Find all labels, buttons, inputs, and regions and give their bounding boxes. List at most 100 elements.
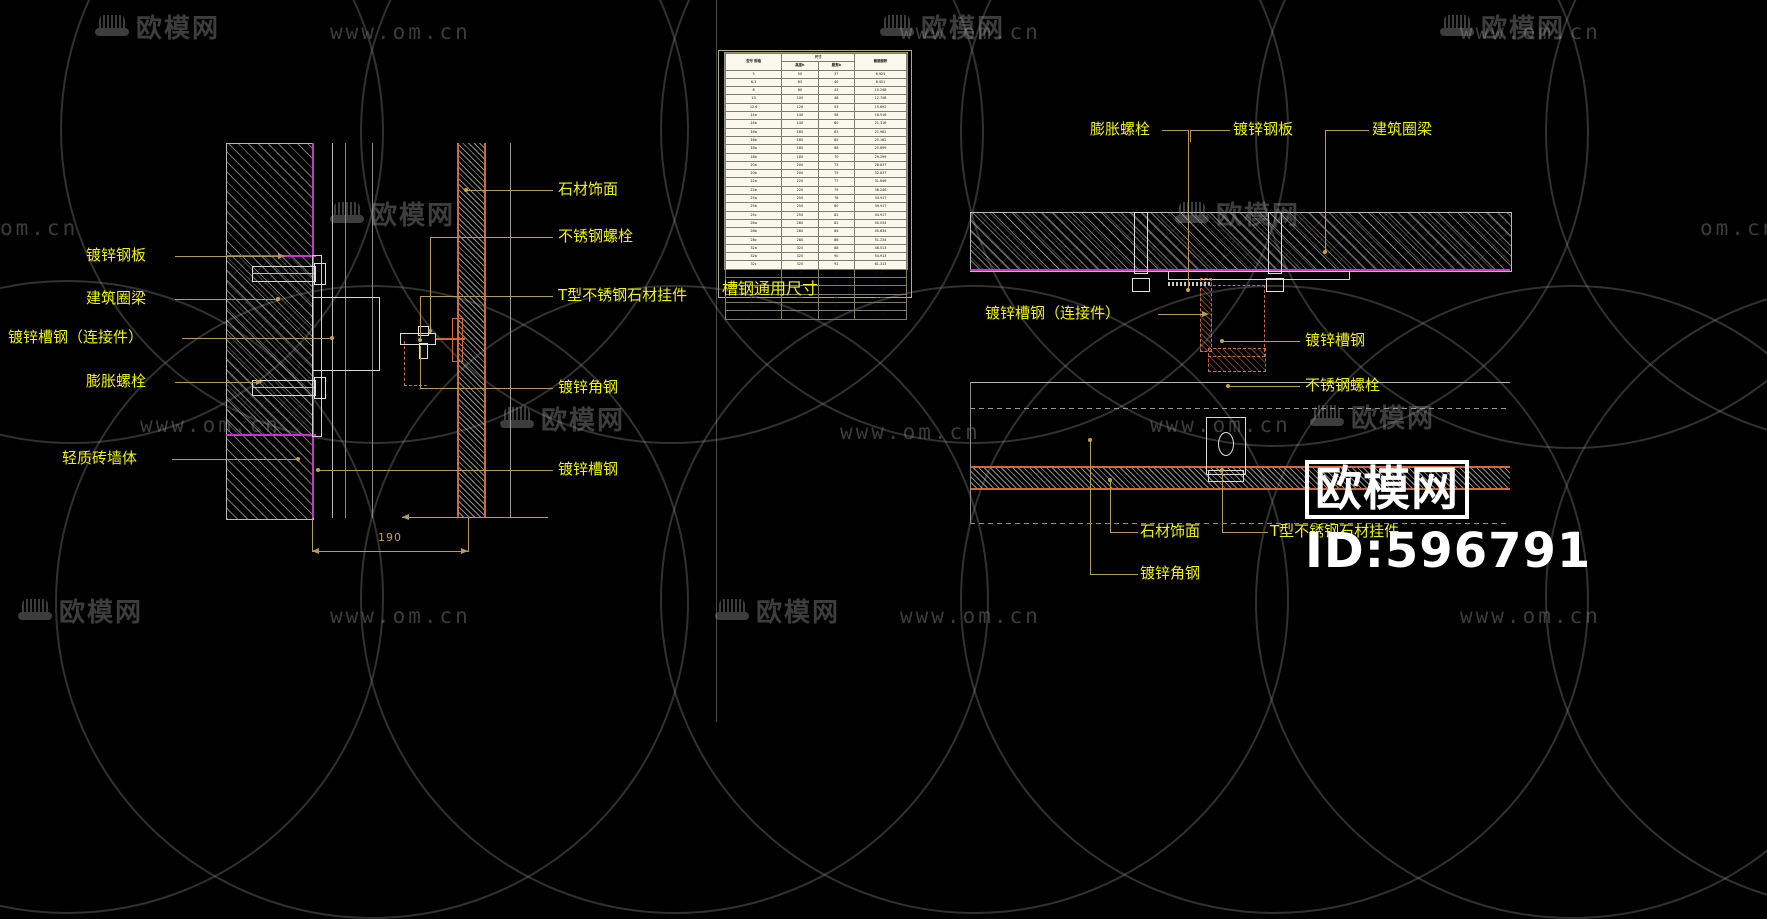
table-cell: 28a [724,218,783,229]
channel-steel-profile-left [404,341,427,386]
table-cell: 12.748 [854,94,907,104]
table-cell: 65 [817,135,856,146]
table-cell: 63 [781,77,819,88]
table-cell: 25b [724,202,783,212]
leader-line-vertical [1222,470,1223,532]
leader-line-vertical [1190,130,1191,142]
table-cell: 18a [724,144,783,154]
construction-arc [0,280,384,914]
model-id-text: ID:596791 [1305,523,1592,580]
table-cell: 100 [781,94,819,104]
leader-line [1158,314,1206,315]
leader-line [1325,130,1369,131]
table-cell: 15.692 [854,102,907,113]
table-cell: 51.234 [854,235,907,245]
table-cell: 32c [724,260,783,270]
table-cell: 320 [781,243,819,254]
table-cell: 82 [817,218,856,229]
leader-line [320,470,553,471]
leader-line [1110,532,1138,533]
watermark-brand-logo: 欧模网 [330,195,455,232]
leader-line [172,459,298,460]
sofa-icon [330,202,364,226]
construction-arc [660,285,1289,914]
watermark-brand-text: 欧模网 [541,406,626,436]
watermark-brand-text: 欧模网 [756,598,841,628]
watermark-brand-logo: 欧模网 [18,592,143,629]
aux-dimension-arrow [402,514,409,520]
ceiling-ref-line-upper [970,382,1510,383]
expansion-bolt-left [1134,212,1148,274]
sofa-icon [715,599,749,623]
label-text: 镀锌钢板 [1233,120,1294,138]
stainless-bolt-shank [419,343,428,359]
watermark-url: om.cn [1700,216,1767,240]
cavity-guide-line [345,143,346,518]
label-text: 镀锌槽钢（连接件） [985,304,1121,322]
leader-arrow [1202,311,1209,317]
table-cell: 400 [781,310,819,320]
label-text: 不锈钢螺栓 [1305,376,1381,394]
label-text: 镀锌角钢 [1140,564,1201,582]
watermark-brand-text: 欧模网 [59,598,144,628]
table-cell: 28.837 [854,160,907,171]
table-cell: 140 [781,119,819,129]
table-cell: 78 [817,194,856,204]
table-cell: 50 [781,69,819,79]
leader-line [175,382,260,383]
sofa-icon [880,15,914,39]
table-cell: 98 [817,276,856,287]
stone-slab-bottom-edge [970,488,1510,490]
dimension-arrow-left [312,548,319,554]
table-cell: 6.925 [854,69,907,79]
table-cell: 21.316 [854,119,907,129]
magenta-ref-line-bottom [226,434,316,436]
leader-line-vertical [430,237,431,331]
table-cell: 250 [781,194,819,204]
leader-dot [1186,288,1190,292]
dimension-extension-right [468,518,469,552]
watermark-brand-logo: 欧模网 [1440,8,1565,45]
table-cell: 126 [781,102,819,113]
watermark-url: om.cn [0,216,79,240]
watermark-brand-text: 欧模网 [1351,404,1436,434]
table-cell: 100 [817,285,856,295]
table-cell: 82 [817,210,856,220]
leader-line [466,190,553,191]
table-cell: 20b [724,169,783,179]
table-cell: 63 [817,127,856,137]
leader-line [420,388,553,389]
connector-channel-steel [312,297,380,371]
table-cell: 91.068 [854,310,907,320]
table-cell: 5 [724,69,783,79]
table-cell: 8.451 [854,77,907,88]
stone-cladding-slab-horizontal [970,468,1510,488]
leader-dot [1220,468,1224,472]
leader-line [1228,386,1300,387]
expansion-bolt-lower [252,380,316,396]
leader-dot [1088,438,1092,442]
construction-arc [360,285,989,914]
stone-slab-edge-inner [457,143,459,518]
sheet-divider [716,0,717,722]
leader-dot [316,468,320,472]
expansion-bolt-lower-head [314,377,326,399]
table-cell: 34.917 [854,194,907,204]
table-cell: 40 [817,77,856,88]
leader-dot [428,329,432,333]
id-watermark: 欧模网 ID:596791 [1305,460,1591,579]
table-cell: 80 [781,86,819,96]
